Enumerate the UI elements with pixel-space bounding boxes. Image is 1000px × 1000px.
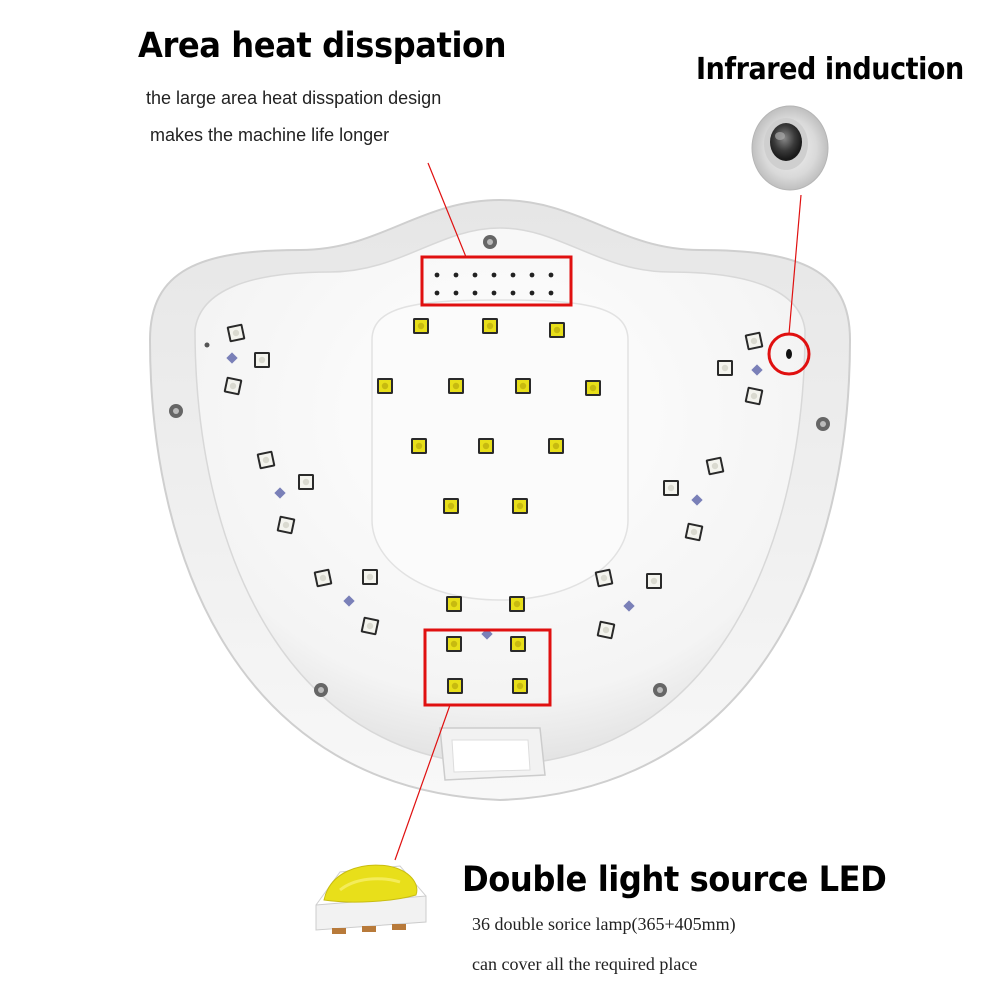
led-chip xyxy=(482,318,498,334)
vent-hole xyxy=(548,272,554,278)
led-chip xyxy=(510,636,526,652)
uv-diode xyxy=(751,364,763,376)
led-chip xyxy=(512,678,528,694)
led-chip xyxy=(509,596,525,612)
uv-diode xyxy=(623,600,635,612)
vent-hole xyxy=(491,272,497,278)
led-chip xyxy=(705,456,725,476)
sensor-window xyxy=(786,349,792,359)
led-chip xyxy=(254,352,270,368)
led-chip xyxy=(596,620,616,640)
vent-hole xyxy=(472,272,478,278)
led-chip xyxy=(684,522,704,542)
led-chip xyxy=(446,636,462,652)
vent-hole xyxy=(453,290,459,296)
led-chip xyxy=(447,678,463,694)
vent-holes xyxy=(434,272,554,296)
led-chip xyxy=(646,573,662,589)
heat-dissipation-title: Area heat disspation xyxy=(138,26,507,66)
vent-hole xyxy=(529,272,535,278)
led-chip xyxy=(413,318,429,334)
led-chip xyxy=(362,569,378,585)
led-chip xyxy=(446,596,462,612)
led-chip xyxy=(411,438,427,454)
led-chip xyxy=(313,568,333,588)
led-chip xyxy=(515,378,531,394)
led-chip xyxy=(276,515,296,535)
vent-hole xyxy=(529,290,535,296)
led-chip xyxy=(223,376,243,396)
vent-hole xyxy=(453,272,459,278)
uv-diode xyxy=(226,352,238,364)
led-chip xyxy=(256,450,276,470)
led-chip-icon xyxy=(315,864,427,934)
vent-hole xyxy=(548,290,554,296)
vent-hole xyxy=(434,290,440,296)
led-chip xyxy=(226,323,246,343)
uv-diode xyxy=(343,595,355,607)
led-chip xyxy=(663,480,679,496)
double-light-led-title: Double light source LED xyxy=(462,860,887,900)
led-chip xyxy=(443,498,459,514)
led-chip xyxy=(478,438,494,454)
heat-dissipation-desc-line1: the large area heat disspation design xyxy=(146,88,442,108)
led-array xyxy=(223,318,764,694)
led-chip xyxy=(377,378,393,394)
uv-diode xyxy=(691,494,703,506)
ir-leader-line xyxy=(788,194,802,335)
led-chip xyxy=(717,360,733,376)
infrared-induction-title: Infrared induction xyxy=(696,52,964,87)
led-chip xyxy=(298,474,314,490)
led-chip xyxy=(744,331,764,351)
heat-dissipation-desc-line2: makes the machine life longer xyxy=(150,125,390,145)
vent-hole xyxy=(472,290,478,296)
heat-leader-line xyxy=(427,162,467,258)
vent-highlight-box xyxy=(420,255,573,307)
uv-diode xyxy=(274,487,286,499)
led-chip xyxy=(548,438,564,454)
double-light-led-desc-line2: can cover all the required place xyxy=(472,954,698,974)
infrared-sensor-icon xyxy=(751,105,829,191)
led-chip xyxy=(549,322,565,338)
screw-icon xyxy=(169,235,830,697)
led-leader-line xyxy=(394,704,451,861)
vent-hole xyxy=(510,290,516,296)
vent-hole xyxy=(491,290,497,296)
led-chip xyxy=(585,380,601,396)
vent-hole xyxy=(434,272,440,278)
double-light-led-desc-line1: 36 double sorice lamp(365+405mm) xyxy=(472,914,736,934)
led-highlight-box xyxy=(423,628,552,707)
led-chip xyxy=(594,568,614,588)
center-panel xyxy=(371,299,629,601)
led-chip xyxy=(448,378,464,394)
vent-hole xyxy=(510,272,516,278)
led-chip xyxy=(512,498,528,514)
led-chip xyxy=(744,386,764,406)
led-chip xyxy=(360,616,380,636)
